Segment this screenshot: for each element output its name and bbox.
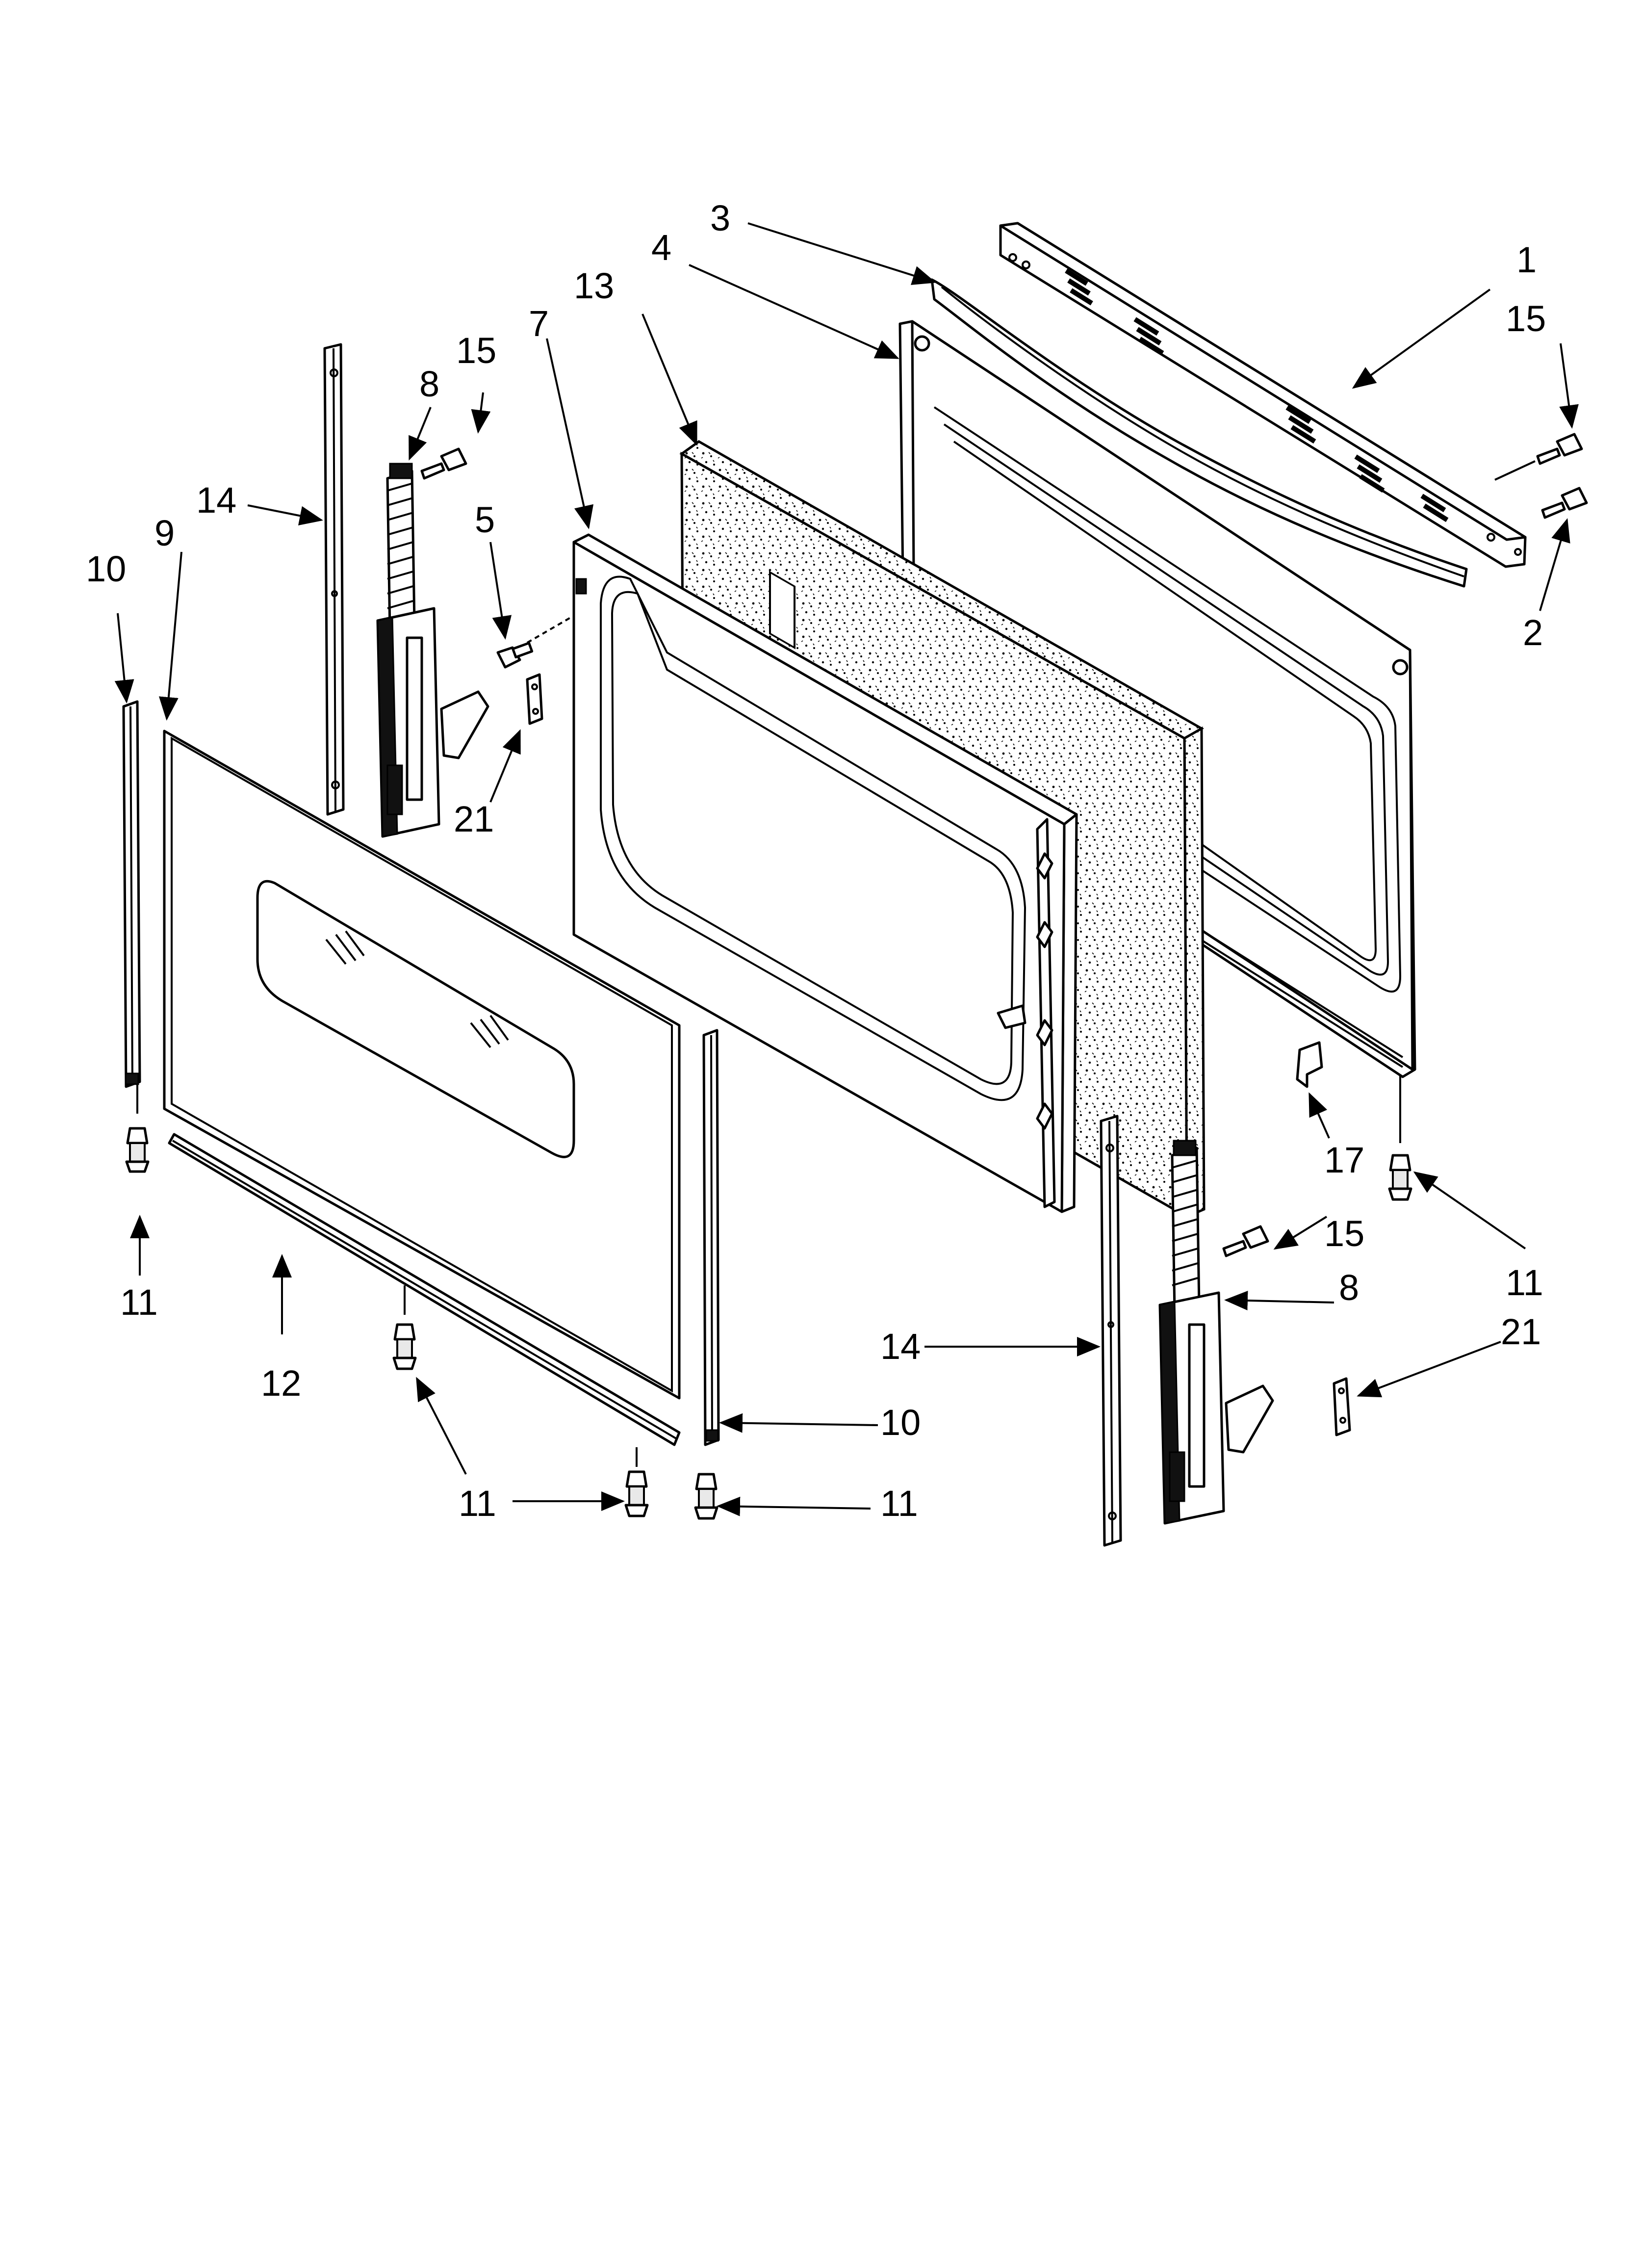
screw-15-lower-part [1222,1225,1269,1257]
callout-14b: 14 [880,1326,921,1367]
callout-9: 9 [154,513,175,553]
vent-trim-part [999,222,1527,568]
clip-part [1296,1041,1323,1088]
callout-10: 10 [86,548,126,589]
callout-14: 14 [196,480,236,521]
callout-12: 12 [261,1363,301,1404]
callout-11a: 11 [120,1282,158,1323]
callout-15: 15 [1506,298,1546,339]
screw-15-left-part [420,447,467,480]
screw-11-farright-part [1388,1074,1412,1201]
hinge-strip-left-part [323,343,345,816]
leader-lines [114,222,1579,1516]
callout-11b: 11 [459,1483,496,1524]
hinge-right-part [1158,1140,1274,1525]
callout-11d: 11 [1506,1262,1543,1303]
screw-5-part [496,615,575,669]
callout-7: 7 [529,303,549,344]
screw-15-topright-part [1494,433,1583,481]
callout-11c: 11 [880,1483,918,1524]
screw-11-right-part [694,1473,718,1520]
screw-2-part [1541,487,1588,519]
side-trim-right-part [702,1029,720,1446]
callout-4: 4 [651,227,671,268]
hinge-strip-right-part [1100,1115,1122,1547]
screw-11-left-part [125,1084,150,1173]
hinge-left-part [376,463,489,838]
callout-17: 17 [1324,1140,1364,1180]
callout-15b: 15 [456,330,496,371]
side-trim-left-part [122,700,141,1088]
callout-15c: 15 [1324,1213,1364,1254]
shim-right-part [1333,1377,1351,1436]
callout-5: 5 [475,499,495,540]
callout-labels: 1 15 2 3 4 13 7 15 8 5 14 9 10 21 11 12 … [86,198,1546,1524]
callout-13: 13 [574,265,614,306]
inner-door-frame-part [572,533,1078,1213]
callout-1: 1 [1516,239,1537,280]
callout-10b: 10 [880,1402,921,1443]
outer-door-panel-part [163,730,681,1400]
screw-11-bottom-part [392,1285,417,1370]
bottom-trim-part [168,1133,681,1446]
door-handle-part [930,278,1468,588]
callout-21: 21 [454,799,494,839]
door-liner-part [898,320,1416,1078]
shim-left-part [526,673,543,725]
callout-8b: 8 [1339,1267,1359,1308]
callout-3: 3 [710,198,730,238]
callout-2: 2 [1523,612,1543,653]
callout-21b: 21 [1501,1311,1541,1352]
screw-11-mid-part [624,1447,649,1517]
callout-8: 8 [419,364,439,404]
